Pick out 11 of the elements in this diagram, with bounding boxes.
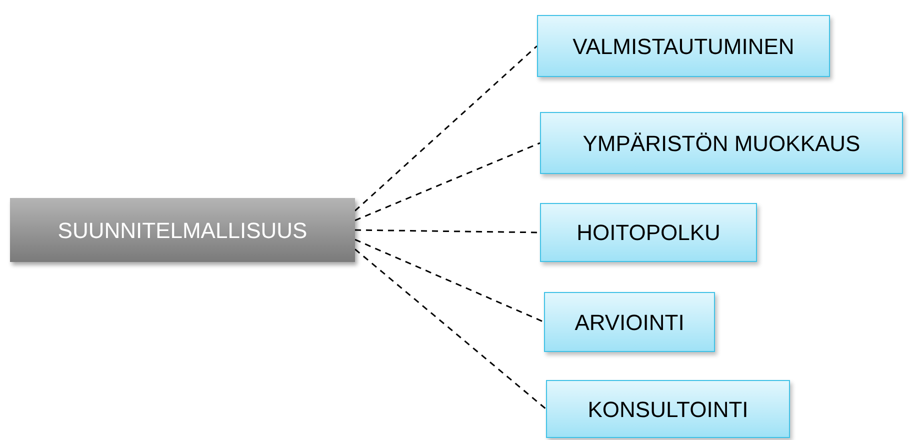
subtopic-box: HOITOPOLKU: [540, 203, 757, 262]
dashed-connector: [354, 248, 546, 410]
subtopic-box: VALMISTAUTUMINEN: [537, 15, 830, 77]
subtopic-box: YMPÄRISTÖN MUOKKAUS: [540, 112, 903, 174]
topic-box: SUUNNITELMALLISUUS: [10, 198, 355, 262]
dashed-connector: [354, 142, 540, 222]
subtopic-box: KONSULTOINTI: [546, 380, 790, 438]
dashed-connector: [355, 229, 540, 234]
dashed-connector: [354, 238, 544, 323]
dashed-connector: [354, 45, 538, 212]
subtopic-box: ARVIOINTI: [544, 292, 715, 352]
